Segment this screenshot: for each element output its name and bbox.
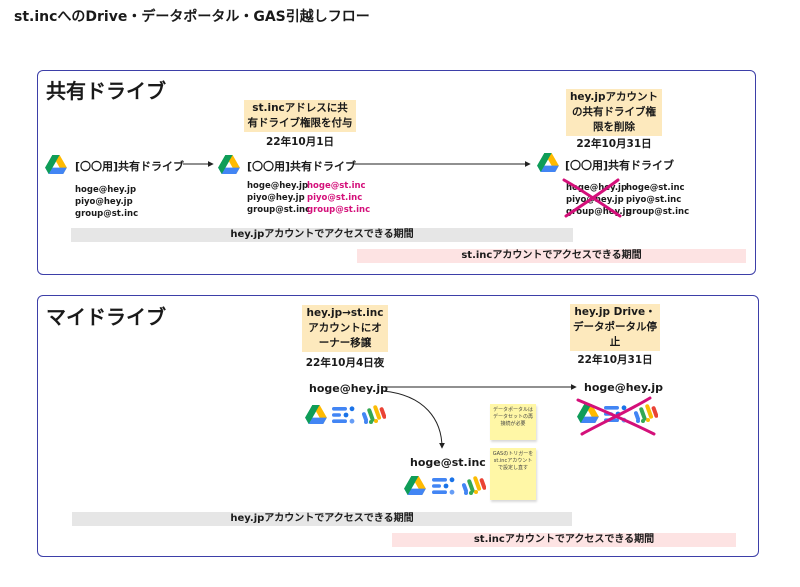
transfer-date: 22年10月4日夜	[305, 357, 385, 369]
my-drive-heading: マイドライブ	[46, 305, 166, 329]
shared-drive-label-2: [〇〇用]共有ドライブ	[247, 160, 357, 173]
email: piyo@hey.jp	[75, 197, 133, 207]
email: group@st.inc	[626, 207, 690, 217]
stage2-email-list: hoge@hey.jp piyo@hey.jp group@st.inc	[247, 180, 310, 216]
email: piyo@st.inc	[626, 195, 682, 205]
apps-script-icon	[362, 404, 386, 424]
stage2-note: st.incアドレスに共有ドライブ権限を付与	[244, 100, 356, 132]
sticky-note-dataportal: データポータルはデータセットの再接続が必要	[490, 404, 536, 440]
shared-drive-heading: 共有ドライブ	[46, 79, 166, 103]
heyjp-access-period-bar: hey.jpアカウントでアクセスできる期間	[71, 228, 573, 242]
stinc-access-period-bar: st.incアカウントでアクセスできる期間	[357, 249, 746, 263]
google-drive-icon	[404, 476, 426, 495]
shared-drive-label-1: [〇〇用]共有ドライブ	[75, 160, 185, 173]
account-stinc: hoge@st.inc	[410, 456, 486, 469]
stage3-date: 22年10月31日	[576, 138, 652, 150]
stage2-date: 22年10月1日	[265, 136, 335, 148]
email: hoge@st.inc	[307, 181, 366, 191]
email: group@st.inc	[307, 205, 371, 215]
stopped-cross-mark	[576, 396, 656, 436]
account-heyjp: hoge@hey.jp	[309, 382, 388, 395]
data-studio-icon	[332, 406, 356, 424]
heyjp-access-period-bar: hey.jpアカウントでアクセスできる期間	[72, 512, 572, 526]
email: hoge@st.inc	[626, 183, 685, 193]
apps-script-icon	[462, 475, 486, 495]
email: group@hey.jp	[566, 207, 632, 217]
stage3-email-list: hoge@st.inc piyo@st.inc group@st.inc	[626, 182, 689, 218]
stop-note: hey.jp Drive・データポータル停止	[570, 304, 660, 351]
email: hoge@hey.jp	[75, 185, 137, 195]
email: group@st.inc	[247, 205, 311, 215]
email: hoge@hey.jp	[247, 181, 309, 191]
removed-cross-mark	[562, 178, 622, 218]
email: piyo@st.inc	[307, 193, 363, 203]
transfer-note: hey.jp→st.incアカウントにオーナー移譲	[302, 305, 388, 352]
account-heyjp-stopped: hoge@hey.jp	[584, 381, 663, 394]
sticky-note-gas-trigger: GASのトリガーをst.incアカウントで設定し直す	[490, 448, 536, 500]
stop-date: 22年10月31日	[577, 354, 653, 366]
stage1-email-list: hoge@hey.jp piyo@hey.jp group@st.inc	[75, 184, 138, 220]
page-title: st.incへのDrive・データポータル・GAS引越しフロー	[14, 9, 370, 25]
google-drive-icon	[305, 405, 327, 424]
email: hoge@hey.jp	[566, 183, 628, 193]
email: group@st.inc	[75, 209, 139, 219]
stage3-note: hey.jpアカウントの共有ドライブ権限を削除	[566, 89, 662, 136]
shared-drive-label-3: [〇〇用]共有ドライブ	[565, 159, 675, 172]
email: piyo@hey.jp	[247, 193, 305, 203]
data-studio-icon	[432, 477, 456, 495]
stinc-access-period-bar: st.incアカウントでアクセスできる期間	[392, 533, 736, 547]
stage2-added-email-list: hoge@st.inc piyo@st.inc group@st.inc	[307, 180, 370, 216]
